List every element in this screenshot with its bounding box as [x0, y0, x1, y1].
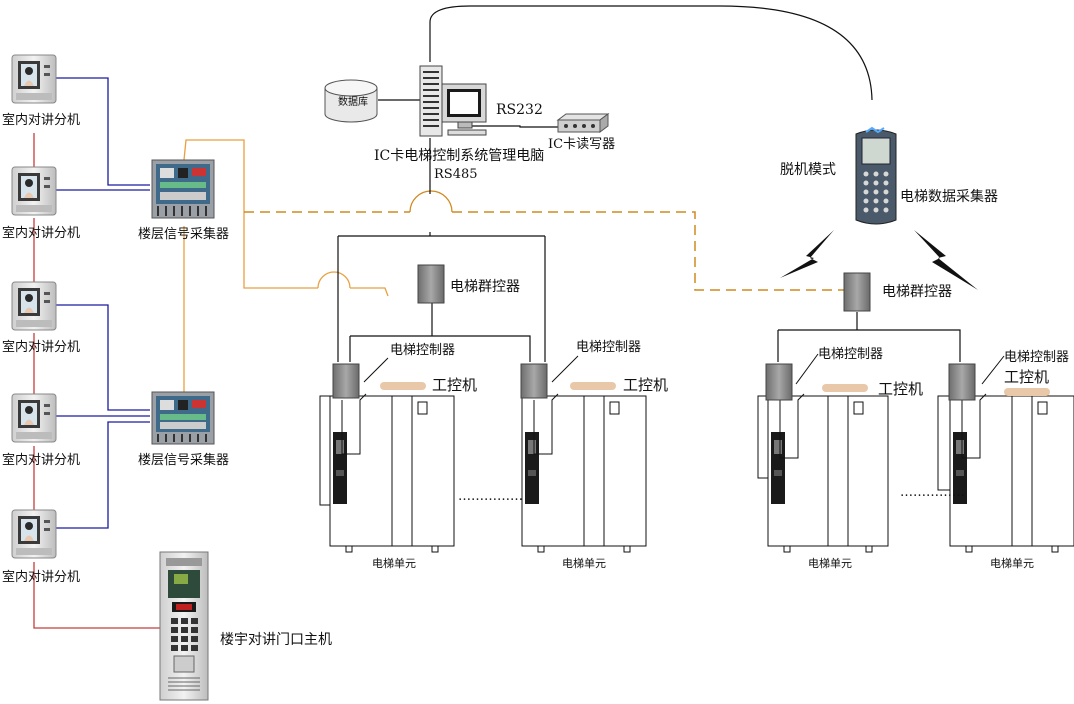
ellipsis-label: ……………: [458, 489, 523, 504]
ipc-bar: [570, 382, 616, 390]
indoor-unit: [11, 281, 57, 331]
floor-collector-label: 楼层信号采集器: [138, 227, 230, 242]
card-reader-icon: [556, 113, 610, 133]
card-reader-label: IC卡读写器: [548, 137, 616, 152]
elevator-unit-3: [757, 393, 889, 553]
indoor-units: [11, 54, 57, 559]
rs485-label: RS485: [434, 167, 478, 182]
door-station-label: 楼宇对讲门口主机: [220, 632, 332, 648]
rs232-label: RS232: [496, 102, 543, 118]
door-station: [159, 551, 209, 701]
indoor-unit: [11, 393, 57, 443]
ellipsis-label: ……………: [900, 485, 965, 500]
elevator-unit-1: [319, 393, 455, 553]
elevator-unit-label: 电梯单元: [990, 557, 1034, 570]
elevator-unit-label: 电梯单元: [372, 557, 416, 570]
floor-collector-board: [151, 159, 215, 219]
handheld-collector-icon: [855, 126, 897, 225]
elevator-controller-label: 电梯控制器: [1004, 350, 1070, 365]
indoor-unit-label: 室内对讲分机: [2, 113, 81, 128]
group-controller-box: [843, 272, 871, 312]
elevator-controller-label: 电梯控制器: [390, 343, 456, 358]
offline-mode-label: 脱机模式: [780, 162, 836, 178]
elevator-controller-box: [765, 363, 793, 401]
elevator-controller-label: 电梯控制器: [818, 347, 884, 362]
ipc-label: 工控机: [878, 380, 924, 398]
indoor-unit-label: 室内对讲分机: [2, 226, 81, 241]
floor-collector-board: [151, 391, 215, 445]
label-pointers: [363, 353, 1005, 385]
group-controller-box: [417, 264, 445, 304]
database-label: 数据库: [338, 97, 368, 108]
elevator-unit-label: 电梯单元: [808, 557, 852, 570]
ipc-label: 工控机: [623, 376, 669, 394]
database-icon: [324, 79, 378, 123]
indoor-unit-label: 室内对讲分机: [2, 340, 81, 355]
floor-collector-label: 楼层信号采集器: [138, 453, 230, 468]
indoor-unit: [11, 54, 57, 104]
ipc-bar: [1004, 388, 1050, 396]
indoor-unit: [11, 509, 57, 559]
elevator-unit-label: 电梯单元: [562, 557, 606, 570]
elevator-unit-4: [937, 393, 1074, 553]
management-pc-icon: [419, 65, 487, 137]
wireless-bolt-icon: [914, 230, 978, 290]
ipc-bar: [380, 382, 426, 390]
wireless-bolt-icon: [780, 230, 834, 278]
group-controller-label: 电梯群控器: [450, 279, 520, 295]
indoor-unit-label: 室内对讲分机: [2, 453, 81, 468]
elevator-controller-box: [948, 363, 976, 401]
mgmt-pc-label: IC卡电梯控制系统管理电脑: [374, 148, 545, 164]
intercom-wiring: [33, 77, 844, 629]
ipc-label: 工控机: [1004, 368, 1050, 386]
indoor-unit-label: 室内对讲分机: [2, 570, 81, 585]
ipc-bar: [822, 384, 868, 392]
group-controller-label: 电梯群控器: [882, 284, 952, 300]
floor-collectors: [151, 159, 215, 445]
elevator-controller-label: 电梯控制器: [576, 340, 642, 355]
elevator-unit-2: [521, 393, 647, 553]
central-wiring: [337, 5, 961, 362]
data-collector-label: 电梯数据采集器: [900, 189, 998, 205]
elevator-controller-box: [332, 363, 360, 399]
elevator-controller-box: [520, 363, 548, 399]
ipc-label: 工控机: [432, 376, 478, 394]
indoor-unit: [11, 166, 57, 216]
